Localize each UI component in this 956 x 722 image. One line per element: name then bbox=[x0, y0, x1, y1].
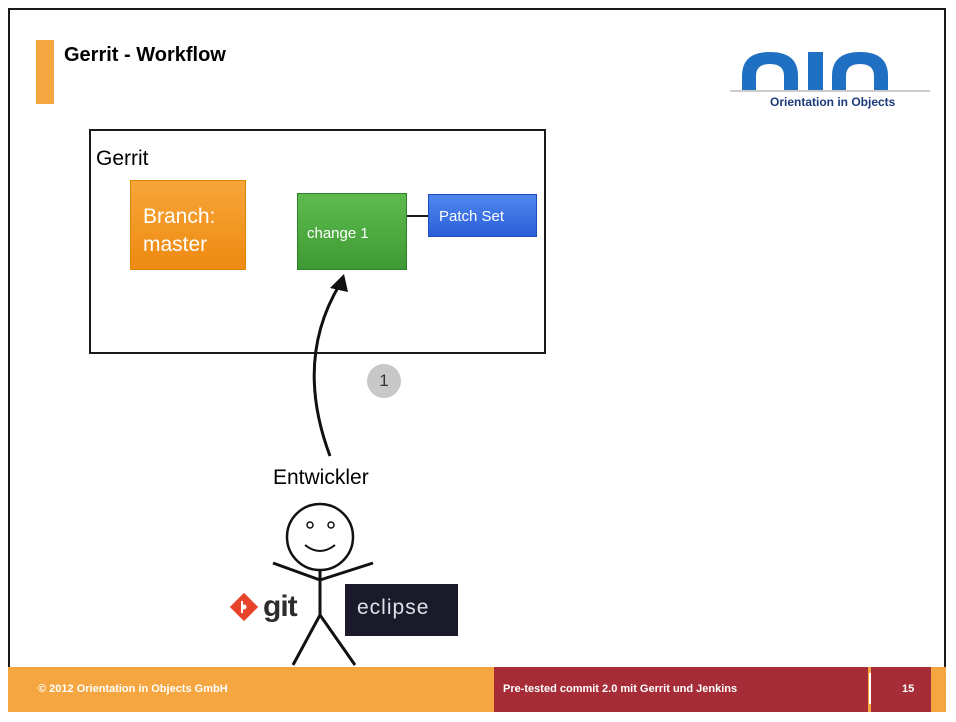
change-box: change 1 bbox=[297, 193, 407, 270]
footer-separator bbox=[869, 673, 871, 704]
gerrit-container bbox=[89, 129, 546, 354]
branch-label-line2: master bbox=[143, 233, 208, 256]
gerrit-label: Gerrit bbox=[96, 147, 149, 170]
patchset-label: Patch Set bbox=[439, 208, 505, 225]
footer-talk-box bbox=[494, 667, 868, 712]
footer-talk-title: Pre-tested commit 2.0 mit Gerrit und Jen… bbox=[503, 683, 738, 695]
push-arrow bbox=[312, 274, 348, 457]
eclipse-logo-icon bbox=[345, 584, 458, 636]
branch-label-line1: Branch: bbox=[143, 205, 216, 228]
git-label: git bbox=[263, 590, 298, 623]
footer-page-box bbox=[871, 667, 931, 712]
branch-box: Branch: master bbox=[130, 180, 246, 270]
title-accent-bar bbox=[36, 40, 54, 104]
patchset-box: Patch Set bbox=[428, 194, 537, 237]
eclipse-label: eclipse bbox=[357, 596, 430, 619]
footer-copyright: © 2012 Orientation in Objects GmbH bbox=[38, 683, 228, 695]
step-number-badge: 1 bbox=[367, 364, 401, 398]
footer-page-number: 15 bbox=[902, 683, 915, 695]
slide-title: Gerrit - Workflow bbox=[64, 44, 226, 66]
logo-text: Orientation in Objects bbox=[770, 95, 896, 109]
change-label: change 1 bbox=[307, 225, 369, 242]
slide-frame bbox=[8, 8, 946, 712]
git-logo-icon bbox=[229, 593, 259, 622]
developer-label: Entwickler bbox=[273, 466, 369, 489]
change-patchset-connector bbox=[407, 215, 428, 217]
developer-stick-figure bbox=[272, 502, 374, 666]
oio-logo: Orientation in Objects bbox=[730, 52, 930, 109]
